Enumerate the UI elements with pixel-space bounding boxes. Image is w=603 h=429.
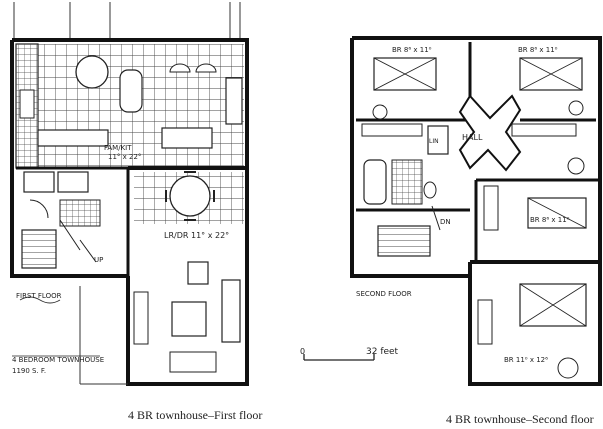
- scale-bar: 0 32 feet: [300, 347, 399, 361]
- second-floor-plan: BR 8⁶ x 11⁰ BR 8⁶ x 11⁰ HALL LIN DN BR 8…: [350, 36, 602, 386]
- hall-label: HALL: [462, 133, 483, 142]
- br3-label: BR 8⁶ x 11⁰: [530, 216, 570, 224]
- linen-closet-label: LIN: [429, 138, 439, 145]
- lr-dr-label: LR/DR 11° x 22°: [164, 231, 229, 240]
- second-floor-caption: 4 BR townhouse–Second floor: [446, 412, 594, 426]
- fam-kit-label: FAM/KIT: [104, 144, 132, 152]
- scale-end: 32 feet: [366, 347, 399, 357]
- townhouse-title: 4 BEDROOM TOWNHOUSE: [12, 356, 104, 364]
- br2-label: BR 8⁶ x 11⁰: [518, 46, 558, 54]
- kitchen-table: [75, 55, 109, 89]
- first-floor-stairs: [21, 229, 57, 269]
- square-footage: 1190 S. F.: [12, 367, 46, 375]
- stairs-down-label: DN: [440, 218, 451, 226]
- bathtub: [363, 159, 387, 205]
- second-floor-label: SECOND FLOOR: [356, 290, 412, 298]
- br4-label: BR 11⁰ x 12⁶: [504, 356, 548, 364]
- br1-label: BR 8⁶ x 11⁰: [392, 46, 432, 54]
- first-floor-caption: 4 BR townhouse–First floor: [128, 408, 263, 422]
- fam-kit-dimension: 11° x 22°: [108, 153, 141, 161]
- stairs-up-label: UP: [94, 256, 103, 264]
- sofa: [221, 279, 241, 343]
- first-floor-plan: FAM/KIT 11° x 22° UP LR/DR 11° x 22° FIR…: [10, 2, 249, 386]
- first-floor-label: FIRST FLOOR: [16, 292, 62, 300]
- scale-start: 0: [300, 347, 305, 356]
- second-floor-stairs: [377, 225, 431, 257]
- dining-table: [169, 175, 211, 217]
